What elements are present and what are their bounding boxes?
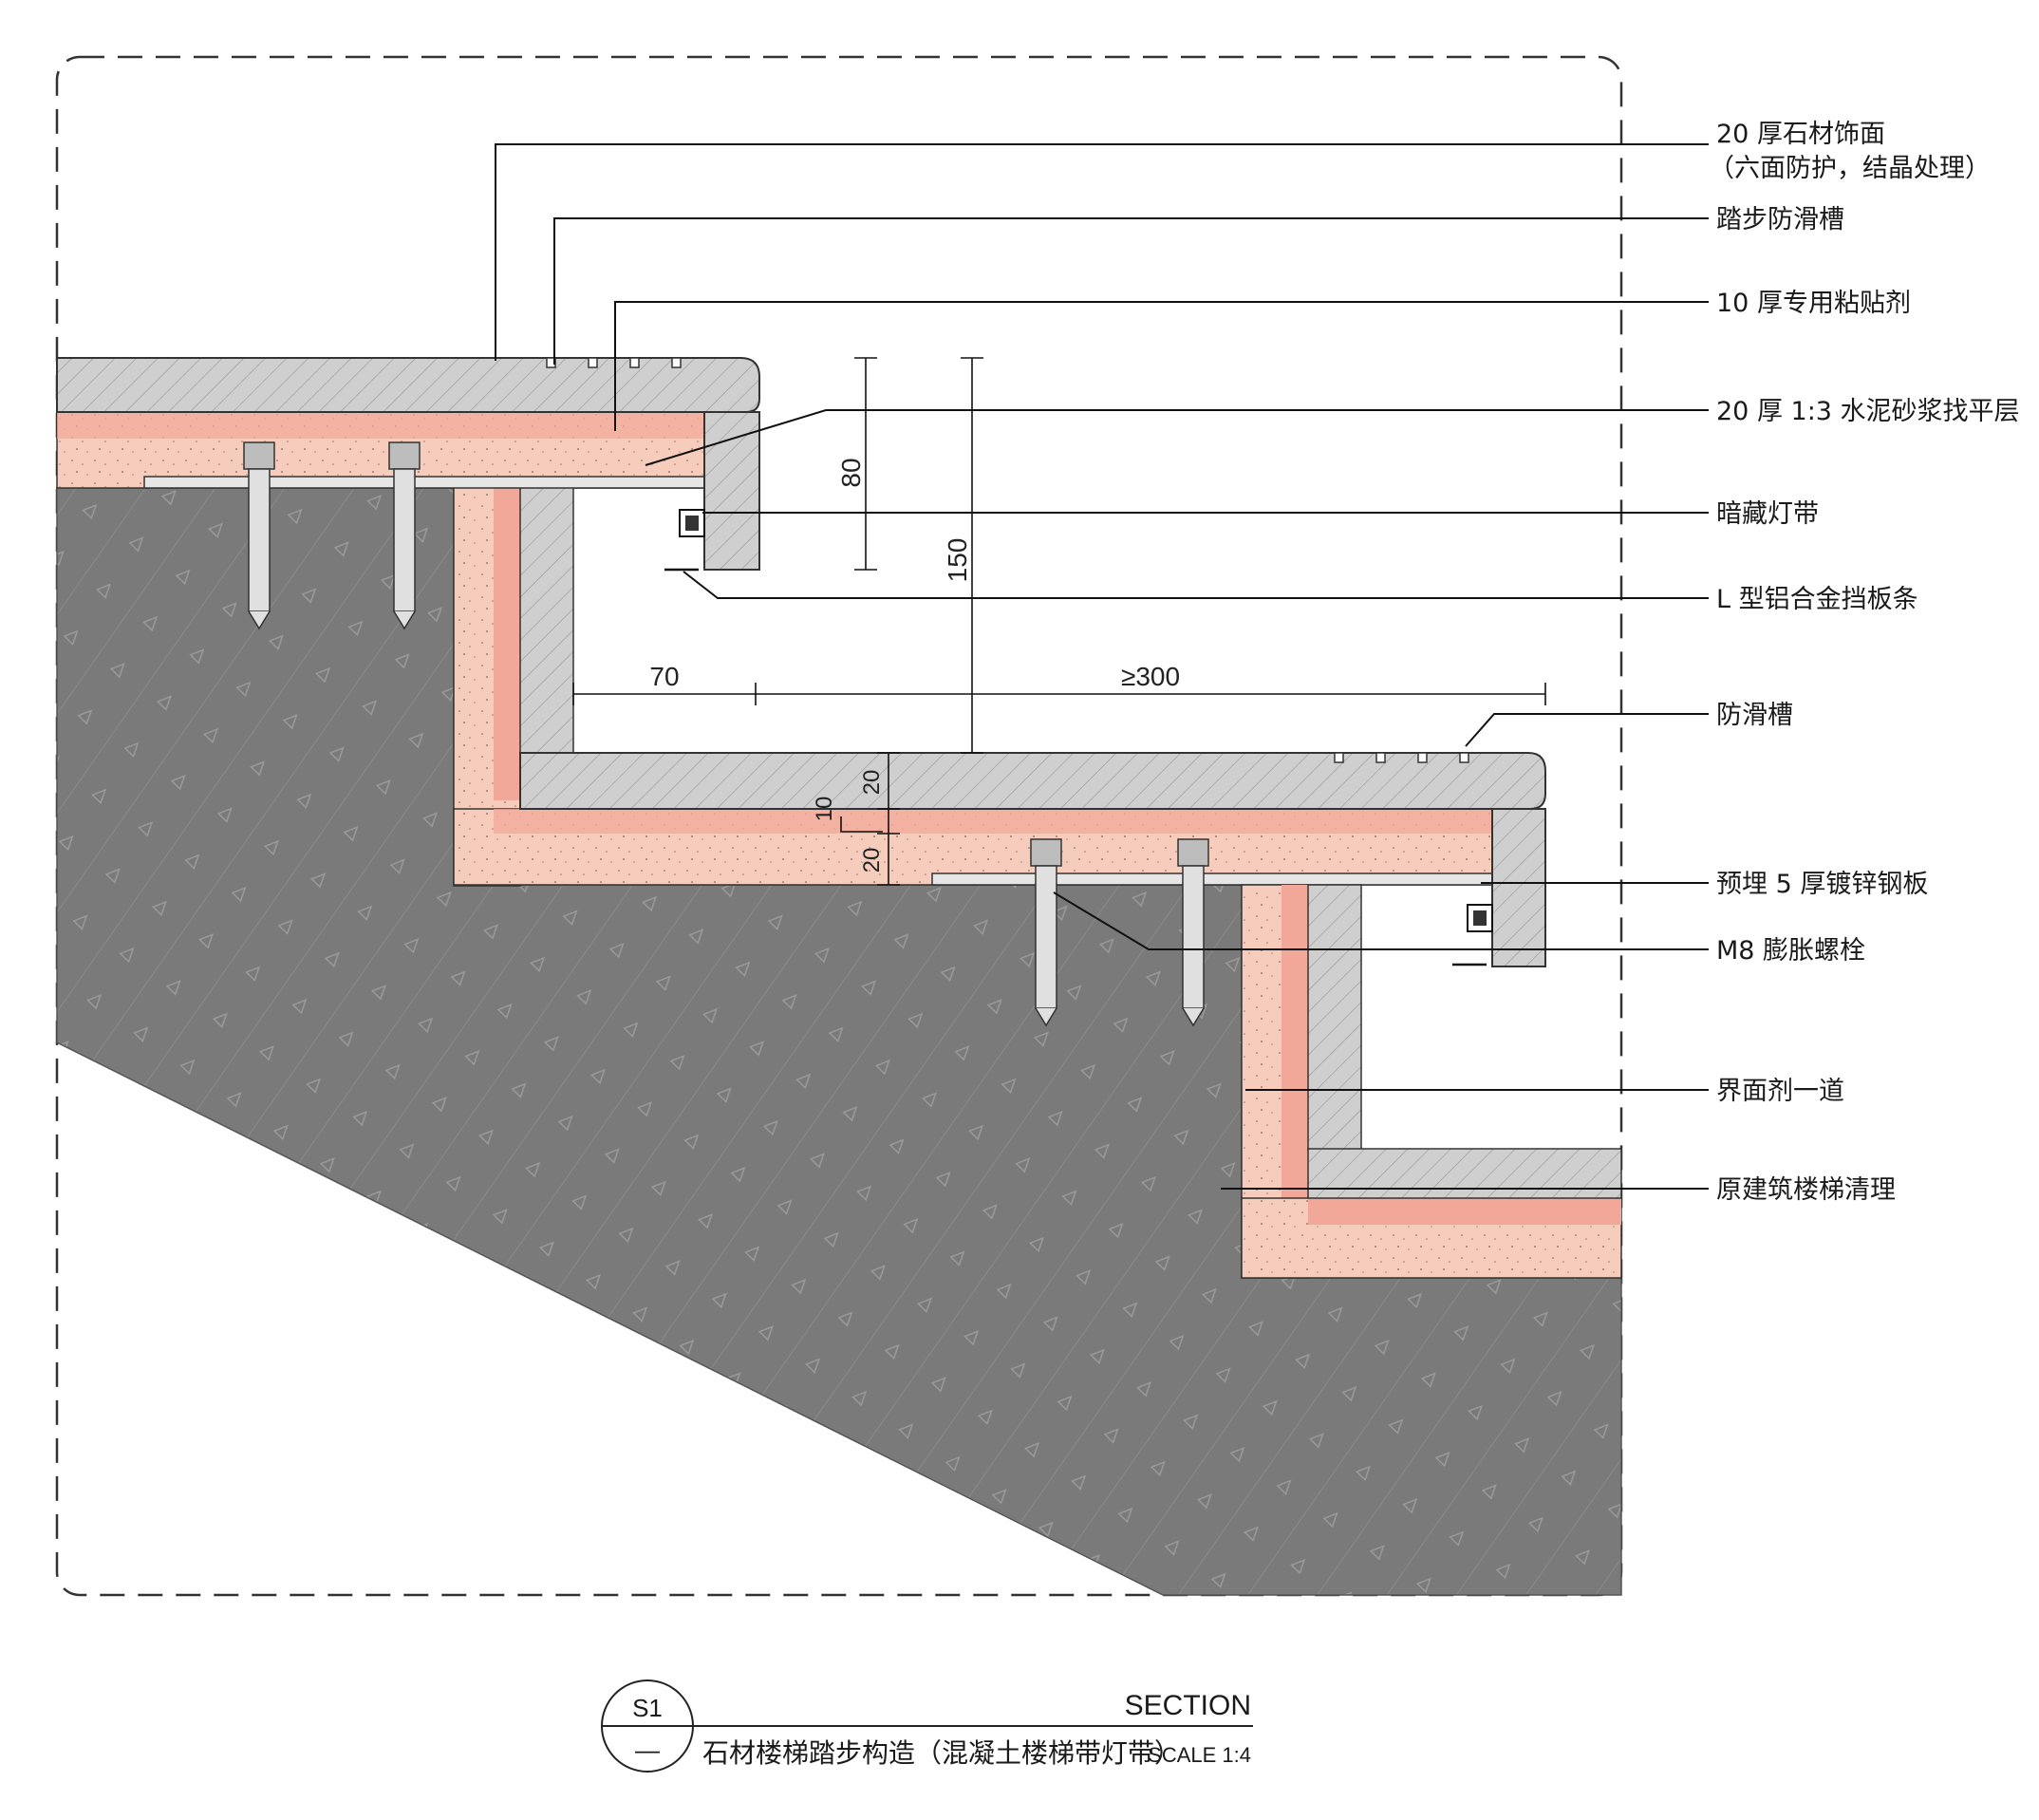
upper-antislip-grooves — [546, 357, 682, 368]
lower-riser-stone — [1307, 884, 1362, 1152]
dim-adhesive-10: 10 — [812, 797, 837, 822]
lower-steel-plate — [931, 872, 1493, 886]
callout-adhesive: 10 厚专用粘贴剂 — [1716, 289, 1911, 318]
callout-original-stair-cleaned: 原建筑楼梯清理 — [1716, 1175, 1896, 1205]
dim-tread-300: ≥300 — [1121, 662, 1180, 691]
lower-expansion-bolts — [1030, 838, 1209, 1027]
upper-expansion-bolts — [243, 441, 421, 630]
callout-tread-antislip-groove: 踏步防滑槽 — [1716, 205, 1844, 235]
bottom-tread-interface — [1308, 1198, 1621, 1225]
title-section: SECTION — [1125, 1690, 1251, 1721]
lower-riser-interface — [1281, 885, 1308, 1223]
upper-nosing-fascia — [703, 411, 760, 571]
lower-antislip-grooves — [1334, 752, 1469, 763]
callout-interface-agent: 界面剂一道 — [1716, 1077, 1844, 1106]
title-scale: SCALE 1:4 — [1148, 1743, 1251, 1767]
title-dash: — — [635, 1736, 660, 1764]
callout-stone-facing-note: （六面防护，结晶处理） — [1709, 154, 1991, 183]
dim-nosing-70: 70 — [649, 662, 679, 691]
lower-nosing-fascia — [1491, 808, 1546, 967]
callout-stone-facing: 20 厚石材饰面 — [1716, 120, 1885, 149]
lower-light-strip — [1452, 904, 1493, 966]
dim-mortar-20: 20 — [859, 848, 885, 873]
callout-l-aluminum-strip: L 型铝合金挡板条 — [1716, 585, 1918, 614]
title-code: S1 — [632, 1694, 663, 1722]
dim-stone-20: 20 — [859, 770, 885, 796]
riser-stone — [519, 486, 574, 754]
upper-adhesive-layer — [57, 412, 704, 439]
dimension-lines — [572, 357, 1546, 886]
dim-riser-80: 80 — [836, 458, 866, 487]
callout-hidden-light-strip: 暗藏灯带 — [1716, 499, 1819, 529]
detail-boundary — [55, 55, 1623, 1597]
dim-total-150: 150 — [943, 538, 972, 583]
callout-mortar-leveling: 20 厚 1:3 水泥砂浆找平层 — [1716, 397, 2020, 426]
upper-steel-plate — [143, 476, 705, 489]
title-block: S1 — SECTION 石材楼梯踏步构造（混凝土楼梯带灯带） SCALE 1:… — [601, 1679, 1253, 1773]
lower-adhesive-layer — [494, 809, 1492, 834]
callout-antislip-groove: 防滑槽 — [1716, 701, 1793, 730]
bottom-tread-stone — [1307, 1148, 1622, 1199]
riser-interface-layer — [494, 487, 520, 800]
upper-tread-stone — [56, 357, 760, 413]
upper-light-strip — [664, 509, 705, 572]
callout-expansion-bolt: M8 膨胀螺栓 — [1716, 936, 1865, 966]
leader-lines — [495, 143, 1709, 1190]
lower-tread-stone — [519, 752, 1546, 810]
callout-embedded-steel-plate: 预埋 5 厚镀锌钢板 — [1716, 870, 1928, 899]
original-concrete-stair — [56, 486, 1622, 1596]
title-text: 石材楼梯踏步构造（混凝土楼梯带灯带） — [702, 1737, 1181, 1769]
